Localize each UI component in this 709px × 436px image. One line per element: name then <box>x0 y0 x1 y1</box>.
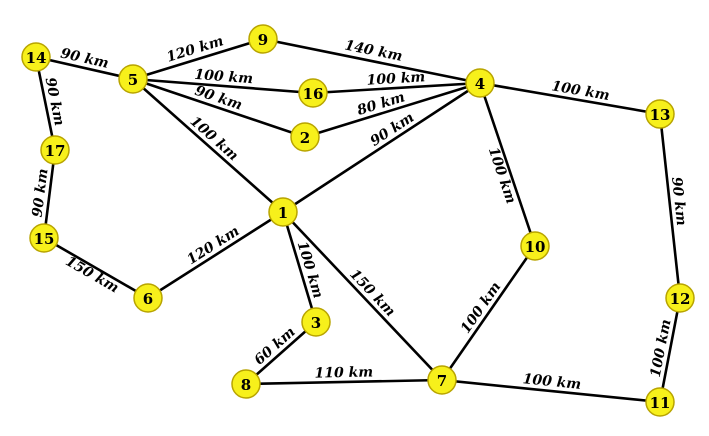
edge-label-17-15: 90 km <box>30 168 52 218</box>
node-16: 16 <box>298 78 328 108</box>
node-circle-9 <box>248 24 278 54</box>
edge-4-13 <box>478 81 662 116</box>
edge-8-7 <box>244 378 444 386</box>
edge-15-6 <box>42 236 150 300</box>
edge-12-11 <box>658 296 682 404</box>
node-1: 1 <box>268 197 298 227</box>
edge-13-12 <box>658 112 682 300</box>
node-label-10: 10 <box>525 238 546 256</box>
node-circle-17 <box>40 135 70 165</box>
node-label-4: 4 <box>475 75 485 93</box>
node-15: 15 <box>29 223 59 253</box>
node-circle-2 <box>290 122 320 152</box>
node-8: 8 <box>231 369 261 399</box>
edge-4-10 <box>478 81 537 248</box>
node-circle-3 <box>301 307 331 337</box>
node-circle-6 <box>133 283 163 313</box>
node-circle-1 <box>268 197 298 227</box>
edge-2-4 <box>303 81 482 139</box>
node-4: 4 <box>465 68 495 98</box>
edge-label-15-6: 150 km <box>63 253 122 296</box>
edge-1-3 <box>281 210 318 324</box>
node-label-1: 1 <box>278 204 288 222</box>
node-label-6: 6 <box>143 290 153 308</box>
node-12: 12 <box>665 283 695 313</box>
edge-label-16-4: 100 km <box>366 69 425 88</box>
edge-1-7 <box>281 210 444 382</box>
node-circle-4 <box>465 68 495 98</box>
edge-label-6-1: 120 km <box>184 223 242 268</box>
node-9: 9 <box>248 24 278 54</box>
edge-17-15 <box>42 148 57 240</box>
node-11: 11 <box>645 387 675 417</box>
edge-6-1 <box>146 210 285 300</box>
edge-3-8 <box>244 320 318 386</box>
edge-9-4 <box>261 37 482 85</box>
node-label-16: 16 <box>303 85 324 103</box>
node-circle-12 <box>665 283 695 313</box>
node-17: 17 <box>40 135 70 165</box>
edge-1-4 <box>281 81 482 214</box>
edges-layer <box>34 37 682 404</box>
node-label-17: 17 <box>45 142 66 160</box>
node-6: 6 <box>133 283 163 313</box>
edge-16-4 <box>311 81 482 95</box>
node-label-8: 8 <box>241 376 251 394</box>
node-2: 2 <box>290 122 320 152</box>
node-circle-16 <box>298 78 328 108</box>
edge-label-7-11: 100 km <box>522 371 582 393</box>
edge-label-8-7: 110 km <box>314 364 373 381</box>
node-13: 13 <box>645 99 675 129</box>
edge-5-9 <box>131 37 265 81</box>
node-7: 7 <box>427 365 457 395</box>
node-10: 10 <box>520 231 550 261</box>
edge-label-1-3: 100 km <box>294 240 326 301</box>
node-label-2: 2 <box>300 129 310 147</box>
node-label-11: 11 <box>650 394 671 412</box>
node-circle-15 <box>29 223 59 253</box>
node-label-14: 14 <box>26 49 47 67</box>
node-circle-8 <box>231 369 261 399</box>
edge-label-5-16: 100 km <box>194 67 254 88</box>
edge-14-17 <box>34 55 57 152</box>
node-label-3: 3 <box>311 314 321 332</box>
edge-10-7 <box>440 244 537 382</box>
edge-5-16 <box>131 77 315 95</box>
node-label-15: 15 <box>34 230 55 248</box>
edge-14-5 <box>34 55 135 81</box>
node-circle-11 <box>645 387 675 417</box>
edge-5-1 <box>131 77 285 214</box>
node-3: 3 <box>301 307 331 337</box>
node-label-9: 9 <box>258 31 268 49</box>
node-circle-10 <box>520 231 550 261</box>
edge-label-4-10: 100 km <box>485 145 519 206</box>
node-5: 5 <box>118 64 148 94</box>
edge-label-10-7: 100 km <box>458 279 505 336</box>
node-circle-5 <box>118 64 148 94</box>
node-label-5: 5 <box>128 71 138 89</box>
edge-7-11 <box>440 378 662 404</box>
node-label-12: 12 <box>670 290 691 308</box>
edge-5-2 <box>131 77 307 139</box>
node-circle-14 <box>21 42 51 72</box>
edge-label-1-7: 150 km <box>346 266 398 320</box>
node-label-7: 7 <box>437 372 447 390</box>
node-circle-7 <box>427 365 457 395</box>
node-label-13: 13 <box>650 106 671 124</box>
edge-label-13-12: 90 km <box>668 176 689 226</box>
edge-label-5-1: 100 km <box>187 113 241 164</box>
edge-label-3-8: 60 km <box>251 324 298 368</box>
node-circle-13 <box>645 99 675 129</box>
node-14: 14 <box>21 42 51 72</box>
